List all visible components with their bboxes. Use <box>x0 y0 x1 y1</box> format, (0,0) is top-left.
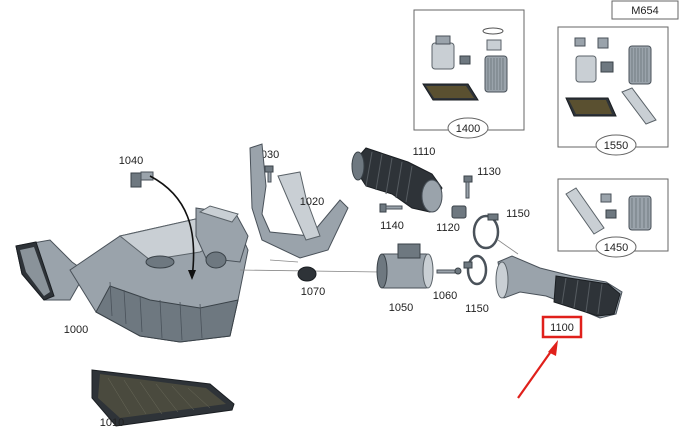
part-1010-filter-element[interactable] <box>91 369 235 427</box>
leader-line <box>497 239 519 255</box>
kit-box-1450[interactable]: 1450 <box>557 178 669 258</box>
label-1020: 1020 <box>300 196 324 208</box>
label-1120: 1120 <box>436 222 460 234</box>
part-1000-air-filter-housing[interactable] <box>15 205 249 343</box>
label-1010: 1010 <box>100 417 124 429</box>
highlight-arrow <box>517 340 558 399</box>
label-1450: 1450 <box>604 242 628 254</box>
part-1140-bolt[interactable] <box>379 203 403 213</box>
leader-line <box>269 259 299 263</box>
part-1070-grommet[interactable] <box>297 266 317 282</box>
part-1150-clamp-lower[interactable] <box>463 254 488 286</box>
label-1150-lower: 1150 <box>465 303 489 315</box>
label-1400: 1400 <box>456 123 480 135</box>
label-1060: 1060 <box>433 290 457 302</box>
part-1120-clip[interactable] <box>451 205 467 219</box>
kit-box-1550[interactable]: 1550 <box>557 26 669 156</box>
part-1050-maf-sensor[interactable] <box>376 243 434 289</box>
label-1070: 1070 <box>301 286 325 298</box>
part-1100-intake-pipe[interactable] <box>495 255 623 319</box>
label-1000: 1000 <box>64 324 88 336</box>
part-1130-bolt[interactable] <box>463 175 473 199</box>
highlight-callout-1100[interactable]: 1100 <box>541 315 583 339</box>
part-1030-bolt[interactable] <box>264 165 274 183</box>
part-1020-bracket[interactable] <box>249 143 349 259</box>
part-1110-hose[interactable] <box>351 147 443 213</box>
kit-box-1400[interactable]: 1400 <box>413 9 525 139</box>
label-1050: 1050 <box>389 302 413 314</box>
part-1040-sensor[interactable] <box>130 171 154 188</box>
label-1100: 1100 <box>550 322 574 334</box>
label-1150-upper: 1150 <box>506 208 530 220</box>
model-code: M654 <box>631 5 659 17</box>
assembly-arrow <box>149 175 195 279</box>
label-1550: 1550 <box>604 140 628 152</box>
part-1060-screw[interactable] <box>436 267 462 275</box>
label-1040: 1040 <box>119 155 143 167</box>
model-code-box: M654 <box>611 0 679 20</box>
label-1110: 1110 <box>413 146 436 158</box>
part-1150-clamp-upper[interactable] <box>472 213 500 250</box>
assembly-arrow-head <box>188 270 196 280</box>
label-1140: 1140 <box>380 220 404 232</box>
label-1130: 1130 <box>477 166 501 178</box>
